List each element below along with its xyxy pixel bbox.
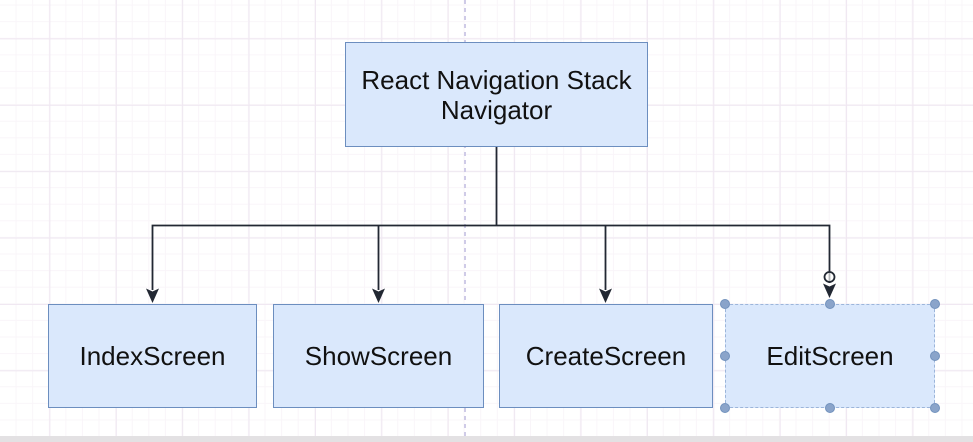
node-index-screen[interactable]: IndexScreen [48,304,257,408]
resize-handle-bottom-center[interactable] [825,403,835,413]
resize-handle-top-right[interactable] [930,299,940,309]
arrowhead-show-icon [372,288,385,303]
node-root-label: React Navigation Stack Navigator [361,64,632,125]
node-create-screen[interactable]: CreateScreen [499,304,713,408]
edge-endpoint-ring-icon[interactable] [823,271,836,283]
arrowhead-index-icon [146,288,159,303]
node-show-label: ShowScreen [304,341,453,371]
node-show-screen[interactable]: ShowScreen [273,304,484,408]
page-boundary-line [464,0,466,436]
edge-branch-bar[interactable] [151,224,831,291]
window-bottom-edge [0,436,973,442]
arrowhead-edit-icon [823,283,836,298]
node-create-label: CreateScreen [525,341,687,371]
resize-handle-middle-right[interactable] [930,351,940,361]
resize-handle-bottom-left[interactable] [720,403,730,413]
resize-handle-bottom-right[interactable] [930,403,940,413]
node-edit-label: EditScreen [766,341,894,371]
node-index-label: IndexScreen [79,341,226,371]
resize-handle-top-center[interactable] [825,299,835,309]
resize-handle-middle-left[interactable] [720,351,730,361]
resize-handle-top-left[interactable] [720,299,730,309]
node-edit-screen-selected[interactable]: EditScreen [720,299,940,413]
arrowhead-create-icon [599,288,612,303]
node-root-navigator[interactable]: React Navigation Stack Navigator [345,42,648,147]
